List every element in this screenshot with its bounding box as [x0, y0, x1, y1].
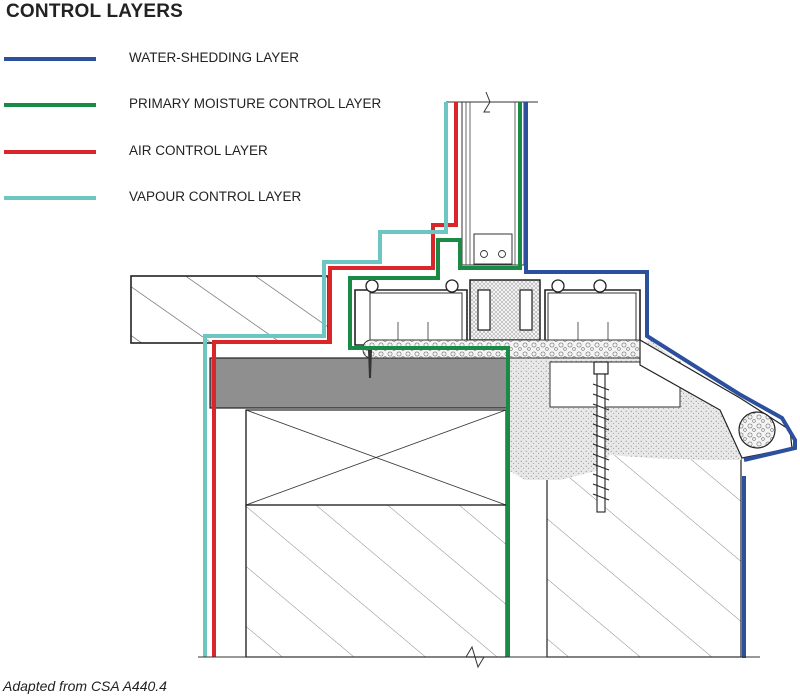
vapour-control-layer [203, 102, 448, 657]
framing-member [245, 504, 507, 658]
primary-moisture-layer [348, 102, 522, 657]
source-caption: Adapted from CSA A440.4 [3, 678, 167, 694]
legend-label-primary-moisture: PRIMARY MOISTURE CONTROL LAYER [129, 96, 382, 111]
diagram-title: CONTROL LAYERS [6, 1, 183, 22]
blocking-member [245, 409, 507, 506]
window-frame [354, 279, 641, 346]
fastener-screw [592, 361, 610, 513]
sill-plate [209, 357, 509, 409]
water-shedding-layer [524, 102, 797, 462]
nail [368, 350, 372, 378]
legend-label-vapour-control: VAPOUR CONTROL LAYER [129, 189, 302, 204]
glazing-unit [446, 91, 538, 266]
air-control-layer [212, 102, 458, 657]
interior-stool [130, 275, 329, 344]
legend-label-air-control: AIR CONTROL LAYER [129, 143, 268, 158]
backer-rod [738, 411, 776, 449]
legend-label-water-shedding: WATER-SHEDDING LAYER [129, 50, 300, 65]
